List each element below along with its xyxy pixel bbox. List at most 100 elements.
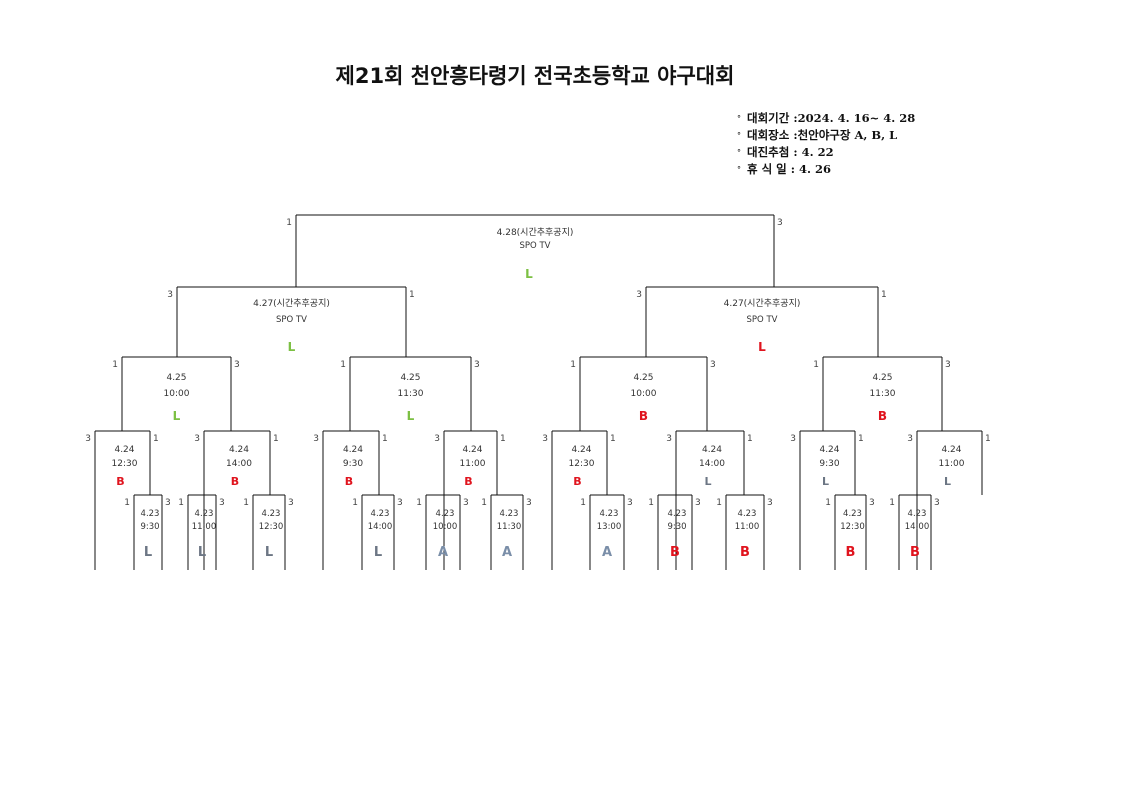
score-right: 3 [474, 360, 480, 370]
round16-venue: L [822, 475, 829, 488]
round16-venue: B [116, 475, 124, 488]
score-right: 3 [288, 498, 294, 508]
bullet-icon: ° [737, 131, 741, 140]
score-right: 3 [945, 360, 951, 370]
round32-date: 4.23 [600, 509, 619, 519]
round32-time: 12:30 [259, 522, 284, 532]
score-right: 3 [234, 360, 240, 370]
round32-venue: L [198, 545, 206, 560]
score-left: 1 [178, 498, 184, 508]
quarterfinal-venue: L [173, 409, 181, 423]
score-left: 1 [124, 498, 130, 508]
score-left: 1 [243, 498, 249, 508]
semifinal-date: 4.27(시간추후공지) [724, 298, 801, 309]
info-draw: 대진추첨 : 4. 22 [747, 145, 834, 159]
quarterfinal-time: 10:00 [631, 389, 657, 399]
info-row-period: °대회기간 :2024. 4. 16~ 4. 28 [737, 110, 915, 127]
quarterfinal-date: 4.25 [872, 373, 892, 383]
round32-venue: A [438, 545, 448, 560]
round32-venue: B [846, 545, 856, 560]
bullet-icon: ° [737, 148, 741, 157]
round16-date: 4.24 [114, 445, 134, 455]
round16-date: 4.24 [229, 445, 249, 455]
score-right: 1 [747, 434, 753, 444]
score-left: 1 [481, 498, 487, 508]
score-right: 3 [934, 498, 940, 508]
quarterfinal-time: 11:30 [870, 389, 896, 399]
round32-venue: L [144, 545, 152, 560]
score-right: 3 [627, 498, 633, 508]
score-right: 1 [985, 434, 991, 444]
round32-time: 13:00 [597, 522, 622, 532]
score-right: 3 [869, 498, 875, 508]
score-right: 1 [409, 290, 415, 300]
round16-time: 11:00 [939, 459, 965, 469]
quarterfinal-date: 4.25 [166, 373, 186, 383]
score-right: 1 [881, 290, 887, 300]
score-right: 3 [710, 360, 716, 370]
info-rest-day: 휴 식 일 : 4. 26 [747, 162, 832, 176]
round32-date: 4.23 [500, 509, 519, 519]
round32-date: 4.23 [843, 509, 862, 519]
semifinal-broadcast: SPO TV [276, 315, 307, 325]
round32-time: 10:00 [433, 522, 458, 532]
info-row-draw: ° 대진추첨 : 4. 22 [737, 144, 915, 161]
score-right: 1 [500, 434, 506, 444]
round32-time: 11:00 [192, 522, 217, 532]
score-right: 1 [382, 434, 388, 444]
score-right: 1 [273, 434, 279, 444]
round16-time: 11:00 [460, 459, 486, 469]
score-left: 1 [352, 498, 358, 508]
round16-venue: B [464, 475, 472, 488]
quarterfinal-date: 4.25 [633, 373, 653, 383]
round32-date: 4.23 [262, 509, 281, 519]
round16-venue: L [704, 475, 711, 488]
score-left: 1 [416, 498, 422, 508]
round16-venue: B [573, 475, 581, 488]
quarterfinal-venue: B [878, 409, 887, 423]
round32-date: 4.23 [738, 509, 757, 519]
round16-time: 12:30 [569, 459, 595, 469]
final-venue: L [525, 267, 533, 281]
round16-date: 4.24 [941, 445, 961, 455]
round16-date: 4.24 [571, 445, 591, 455]
semifinal-date: 4.27(시간추후공지) [253, 298, 330, 309]
score-left: 3 [666, 434, 672, 444]
score-left: 3 [85, 434, 91, 444]
round16-time: 9:30 [819, 459, 839, 469]
score-right: 3 [777, 218, 783, 228]
round32-venue: L [374, 545, 382, 560]
final-broadcast: SPO TV [520, 241, 551, 251]
score-right: 3 [397, 498, 403, 508]
quarterfinal-venue: B [639, 409, 648, 423]
final-date: 4.28(시간추후공지) [497, 227, 574, 238]
score-left: 1 [716, 498, 722, 508]
round16-date: 4.24 [343, 445, 363, 455]
score-left: 3 [636, 290, 642, 300]
score-right: 3 [219, 498, 225, 508]
score-left: 1 [286, 218, 292, 228]
semifinal-venue: L [758, 340, 766, 354]
info-venue: 대회장소 :천안야구장 A, B, L [747, 128, 898, 142]
round32-venue: B [740, 545, 750, 560]
tournament-info: °대회기간 :2024. 4. 16~ 4. 28 ° 대회장소 :천안야구장 A… [737, 110, 915, 178]
score-right: 3 [526, 498, 532, 508]
bullet-icon: ° [737, 165, 741, 174]
score-left: 1 [889, 498, 895, 508]
score-left: 3 [434, 434, 440, 444]
round32-venue: A [502, 545, 512, 560]
quarterfinal-time: 10:00 [164, 389, 190, 399]
round32-time: 9:30 [667, 522, 686, 532]
score-left: 1 [112, 360, 118, 370]
round16-time: 9:30 [343, 459, 363, 469]
score-left: 1 [648, 498, 654, 508]
round32-venue: L [265, 545, 273, 560]
round32-date: 4.23 [371, 509, 390, 519]
round16-date: 4.24 [702, 445, 722, 455]
round32-time: 11:00 [735, 522, 760, 532]
round32-venue: B [910, 545, 920, 560]
semifinal-broadcast: SPO TV [747, 315, 778, 325]
score-left: 3 [907, 434, 913, 444]
round32-date: 4.23 [908, 509, 927, 519]
